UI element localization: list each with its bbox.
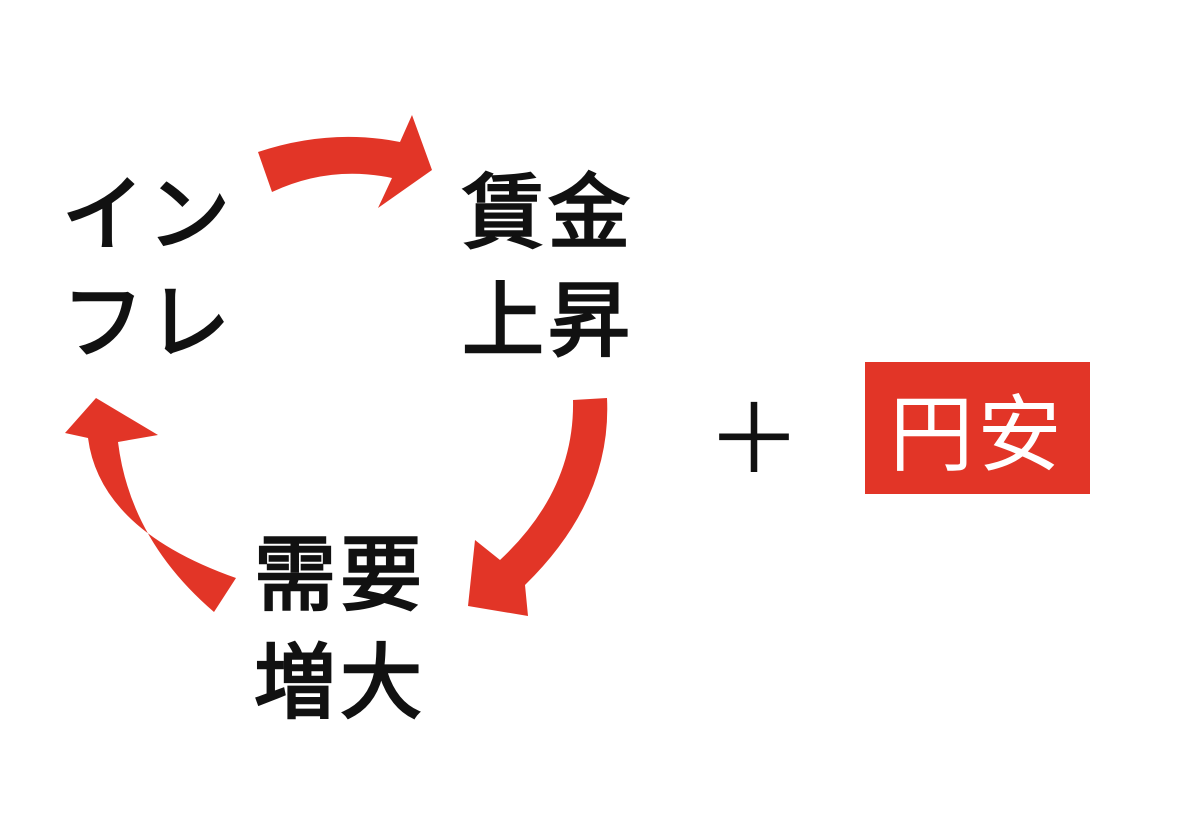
node-demand-increase-line2: 増大 xyxy=(254,636,427,731)
node-inflation-line2: フレ xyxy=(62,276,235,371)
node-demand-increase: 需要増大 xyxy=(254,522,426,738)
weak-yen-label: 円安 xyxy=(889,385,1066,484)
node-wage-rise-line2: 上昇 xyxy=(462,274,635,369)
plus-operator: ＋ xyxy=(706,384,802,496)
weak-yen-box: 円安 xyxy=(865,362,1090,494)
node-demand-increase-line1: 需要 xyxy=(254,528,427,623)
node-wage-rise-line1: 賃金 xyxy=(462,166,635,261)
arrow-inflation-to-wage xyxy=(258,115,432,208)
node-inflation: インフレ xyxy=(62,162,234,378)
arrow-demand-to-inflation xyxy=(65,398,236,612)
arrow-wage-to-demand xyxy=(468,398,608,616)
node-inflation-line1: イン xyxy=(62,168,235,263)
node-wage-rise: 賃金上昇 xyxy=(462,160,634,376)
